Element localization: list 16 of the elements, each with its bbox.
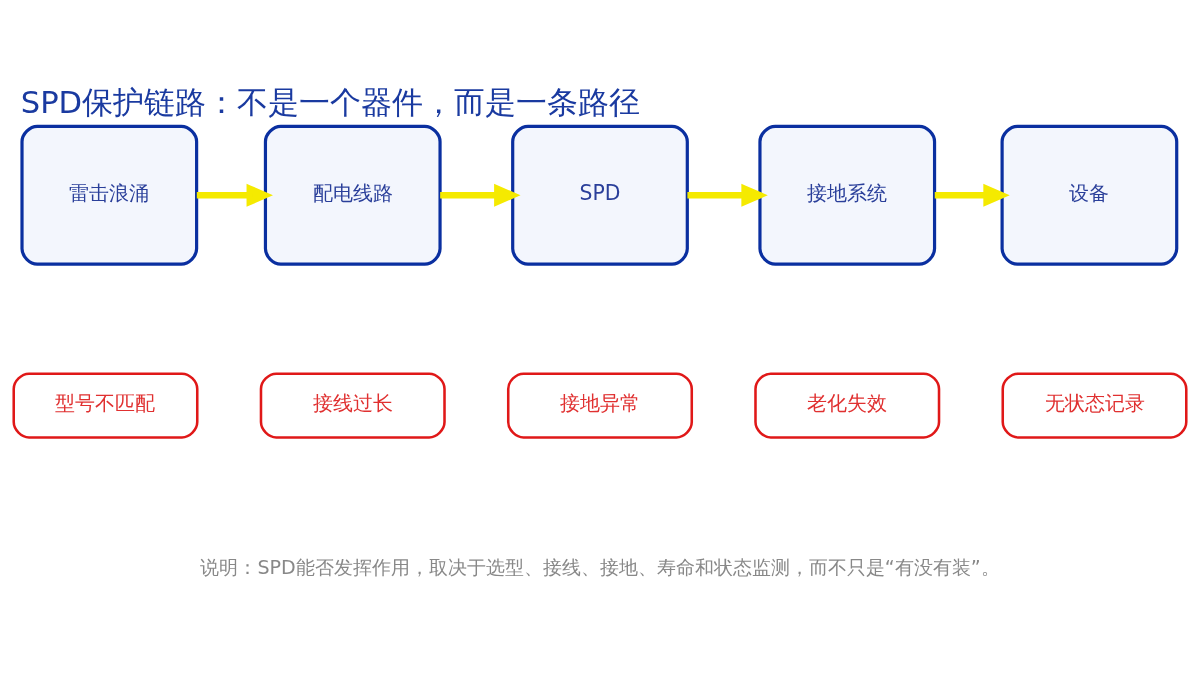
- node-box: 型号不匹配: [12, 371, 199, 439]
- node-box: 接线过长: [259, 371, 446, 439]
- node-box: 接地系统: [758, 124, 937, 266]
- arrow: [934, 183, 1010, 207]
- arrow: [440, 183, 521, 207]
- diagram-title: SPD保护链路：不是一个器件，而是一条路径: [20, 84, 641, 120]
- node-box: SPD: [511, 124, 689, 266]
- node-box: 接地异常: [506, 371, 694, 439]
- caption: 说明：SPD能否发挥作用，取决于选型、接线、接地、寿命和状态监测，而不只是“有没有装”。: [200, 555, 1000, 579]
- node-box: 设备: [1000, 124, 1179, 266]
- arrow: [196, 183, 273, 207]
- arrow: [687, 183, 768, 207]
- node-box: 老化失效: [754, 371, 941, 439]
- node-box: 无状态记录: [1001, 371, 1188, 439]
- node-box: 配电线路: [263, 124, 442, 266]
- node-box: 雷击浪涌: [20, 124, 199, 266]
